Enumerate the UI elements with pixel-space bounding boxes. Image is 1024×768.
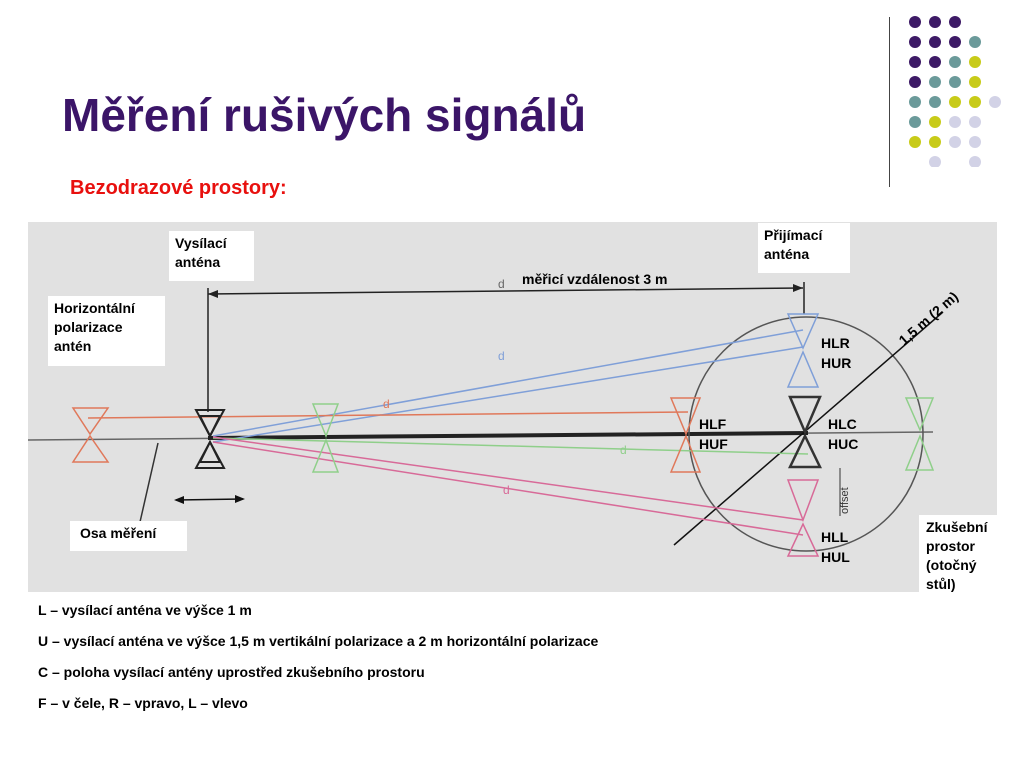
legend-notes: L – vysílací anténa ve výšce 1 m U – vys… bbox=[38, 601, 598, 725]
distance-arrow-right bbox=[793, 284, 803, 292]
distance-mark-front: d bbox=[383, 397, 390, 411]
green-antenna bbox=[311, 403, 340, 473]
distance-dimension-line bbox=[207, 287, 804, 295]
position-label-hlc: HLC bbox=[828, 416, 857, 432]
axis-pointer-line bbox=[139, 442, 159, 523]
lavender-dots bbox=[929, 96, 1001, 167]
front-antenna-left bbox=[71, 407, 110, 463]
diagram-drawing: d d d d d offset 1,5 m (2 m) bbox=[28, 277, 961, 557]
position-label-huf: HUF bbox=[699, 436, 728, 452]
position-label-hur: HUR bbox=[821, 355, 852, 371]
receive-antenna-label: Přijímací anténa bbox=[758, 223, 850, 273]
note-l: L – vysílací anténa ve výšce 1 m bbox=[38, 602, 252, 618]
position-label-hlr: HLR bbox=[821, 335, 850, 351]
position-label-hlf: HLF bbox=[699, 416, 727, 432]
decorative-divider bbox=[889, 17, 890, 187]
decorative-dot-grid bbox=[909, 16, 1001, 167]
distance-arrow-left bbox=[208, 290, 218, 298]
rear-position-antenna bbox=[904, 397, 935, 471]
note-frl: F – v čele, R – vpravo, L – vlevo bbox=[38, 695, 248, 711]
test-space-circle bbox=[688, 316, 924, 552]
center-position-antenna bbox=[788, 395, 822, 469]
path-left-lower bbox=[212, 441, 804, 536]
slide-title: Měření rušivých signálů bbox=[62, 89, 587, 141]
path-right-lower bbox=[212, 346, 804, 443]
test-space-label: Zkušební prostor (otočný stůl) bbox=[919, 515, 1003, 603]
left-position-antenna bbox=[786, 479, 820, 557]
path-left-upper bbox=[212, 436, 804, 521]
slide-subtitle: Bezodrazové prostory: bbox=[70, 177, 287, 199]
path-green bbox=[212, 437, 809, 455]
position-label-hll: HLL bbox=[821, 529, 849, 545]
height-shift-arrowhead-right bbox=[235, 495, 245, 503]
note-u: U – vysílací anténa ve výšce 1,5 m verti… bbox=[38, 633, 599, 649]
transmit-antenna-label: Vysílací anténa bbox=[169, 231, 254, 281]
height-shift-arrow bbox=[175, 498, 244, 501]
radius-line bbox=[673, 311, 944, 546]
front-position-antenna bbox=[669, 397, 702, 473]
path-front bbox=[87, 411, 689, 419]
distance-mark-right: d bbox=[498, 349, 505, 363]
radius-label: 1,5 m (2 m) bbox=[895, 288, 961, 348]
path-right-upper bbox=[212, 329, 804, 437]
distance-mark-green: d bbox=[620, 443, 627, 457]
distance-mark-left: d bbox=[503, 483, 510, 497]
measurement-diagram: d d d d d offset 1,5 m (2 m) Vysílací an… bbox=[28, 222, 1003, 603]
distance-mark-top: d bbox=[498, 277, 505, 291]
note-c: C – poloha vysílací antény uprostřed zku… bbox=[38, 664, 425, 680]
position-label-huc: HUC bbox=[828, 436, 859, 452]
height-shift-arrowhead-left bbox=[174, 496, 184, 504]
measuring-distance-label: měřicí vzdálenost 3 m bbox=[522, 271, 668, 287]
teal-dots bbox=[909, 36, 981, 128]
transmit-antenna bbox=[194, 409, 226, 469]
yellow-dots bbox=[909, 56, 981, 148]
right-position-antenna bbox=[786, 313, 820, 388]
offset-label: offset bbox=[839, 487, 851, 514]
horizontal-polarization-label: Horizontální polarizace antén bbox=[48, 296, 165, 366]
position-label-hul: HUL bbox=[821, 549, 850, 565]
measurement-axis-label: Osa měření bbox=[70, 521, 187, 551]
purple-dots bbox=[909, 16, 961, 88]
center-axis-line bbox=[207, 431, 809, 440]
